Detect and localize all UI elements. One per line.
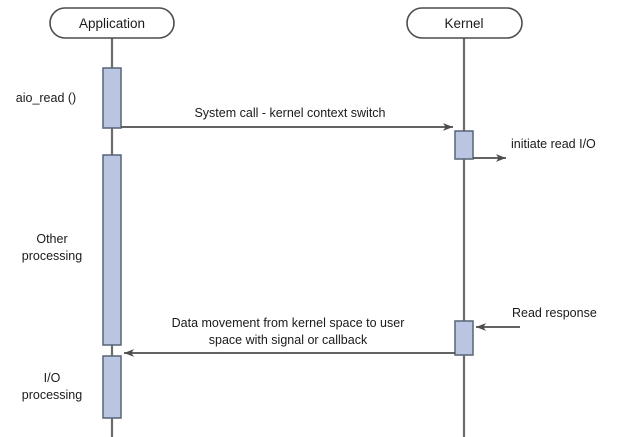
- message-read-response[interactable]: Read response: [476, 306, 597, 331]
- annotation-other-processing-line2: processing: [22, 249, 82, 263]
- activation-app-syscall[interactable]: [102, 67, 122, 129]
- message-label-read-response: Read response: [512, 306, 597, 320]
- activation-kernel-respond[interactable]: [454, 320, 474, 356]
- message-system-call[interactable]: System call - kernel context switch: [121, 106, 453, 131]
- activation-app-io-processing[interactable]: [102, 355, 122, 419]
- lifeline-label-kernel: Kernel: [444, 16, 483, 31]
- activation-kernel-initiate[interactable]: [454, 130, 474, 160]
- message-label-system-call: System call - kernel context switch: [194, 106, 385, 120]
- lifeline-header-application[interactable]: [49, 7, 175, 39]
- message-label-data-movement-line2: space with signal or callback: [209, 333, 368, 347]
- lifeline-label-application: Application: [79, 16, 145, 31]
- annotation-other-processing-line1: Other: [36, 232, 67, 246]
- annotation-io-processing-line2: processing: [22, 388, 82, 402]
- annotation-aio-read-call: aio_read (): [16, 91, 76, 105]
- lifeline-header-kernel[interactable]: [406, 7, 523, 39]
- annotation-other-processing: Other processing: [22, 232, 82, 263]
- annotation-io-processing: I/O processing: [22, 371, 82, 402]
- message-label-data-movement-line1: Data movement from kernel space to user: [172, 316, 405, 330]
- activation-app-other-processing[interactable]: [102, 154, 122, 346]
- message-initiate-read-io[interactable]: initiate read I/O: [473, 137, 596, 162]
- message-data-movement[interactable]: Data movement from kernel space to user …: [124, 316, 455, 357]
- annotation-io-processing-line1: I/O: [44, 371, 61, 385]
- message-label-initiate-read-io: initiate read I/O: [511, 137, 596, 151]
- lifeline-kernel[interactable]: Kernel: [406, 7, 523, 437]
